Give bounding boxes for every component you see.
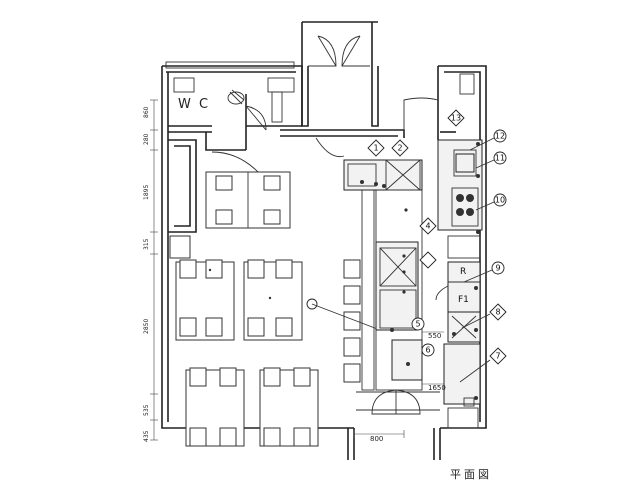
dim-435: 435 (143, 430, 150, 442)
dim-550: 550 (428, 332, 441, 340)
chair[interactable] (263, 175, 281, 191)
chair[interactable] (205, 259, 223, 279)
chair[interactable] (179, 259, 197, 279)
wc-label: W C (178, 97, 210, 112)
chair[interactable] (189, 367, 207, 387)
chair[interactable] (275, 317, 293, 337)
chair[interactable] (263, 427, 281, 447)
chair[interactable] (219, 427, 237, 447)
partitions (168, 97, 456, 233)
chair[interactable] (215, 209, 233, 225)
dimensions-kitchen: 550 1650 (422, 331, 446, 392)
marker-5: 5 (415, 320, 420, 329)
equipment-markers: 1 2 4 5 6 7 8 9 10 11 12 (367, 109, 507, 383)
sink-small[interactable] (391, 339, 423, 381)
stool[interactable] (343, 285, 361, 305)
dim-1895: 1895 (143, 185, 150, 200)
storage-unit[interactable] (443, 343, 481, 405)
wc-room: W C (168, 89, 302, 151)
chair[interactable] (263, 367, 281, 387)
chair[interactable] (247, 259, 265, 279)
marker-1: 1 (373, 144, 378, 153)
marker-8: 8 (495, 308, 500, 317)
stool[interactable] (343, 337, 361, 357)
marker-6: 6 (425, 346, 430, 355)
wc-door[interactable] (245, 105, 267, 131)
chair[interactable] (293, 367, 311, 387)
dim-860: 860 (143, 106, 150, 118)
marker-12: 12 (495, 132, 505, 141)
chair[interactable] (219, 367, 237, 387)
chair[interactable] (215, 175, 233, 191)
stool[interactable] (343, 311, 361, 331)
marker-7: 7 (495, 352, 500, 361)
dim-2850: 2850 (143, 319, 150, 334)
entrance-door-top[interactable] (308, 35, 370, 67)
marker-4: 4 (425, 222, 430, 231)
dim-1650: 1650 (428, 384, 446, 392)
counter-front (361, 189, 375, 391)
plan-title: 平面図 (450, 468, 492, 480)
dim-535: 535 (143, 404, 150, 416)
chair[interactable] (293, 427, 311, 447)
marker-13: 13 (451, 114, 461, 123)
kitchen-swing-door-right[interactable] (403, 97, 439, 132)
outer-walls (161, 21, 487, 460)
stool[interactable] (343, 259, 361, 279)
dining-area (169, 171, 381, 447)
kitchen: R F1 (343, 139, 483, 429)
toilet-detail-icon (229, 89, 245, 105)
chair[interactable] (247, 317, 265, 337)
marker-10: 10 (495, 196, 505, 205)
stool[interactable] (343, 363, 361, 383)
chair[interactable] (205, 317, 223, 337)
marker-9: 9 (495, 264, 500, 273)
marker-2: 2 (397, 144, 402, 153)
chair[interactable] (275, 259, 293, 279)
chair[interactable] (189, 427, 207, 447)
chair[interactable] (179, 317, 197, 337)
dim-315: 315 (143, 238, 150, 250)
dimensions-left: 860 280 1895 315 2850 535 435 (143, 99, 158, 442)
dim-280: 280 (143, 133, 150, 145)
dimensions-bottom: 800 (353, 430, 405, 443)
kitchen-swing-door-left[interactable] (315, 137, 345, 158)
freezer-label: F1 (458, 295, 469, 305)
toilet-icon (227, 91, 245, 105)
sink-unit[interactable] (343, 159, 423, 191)
refrigerator-label: R (460, 267, 466, 277)
dining-door-arc[interactable] (211, 151, 259, 173)
marker-11: 11 (495, 154, 505, 163)
chair[interactable] (263, 209, 281, 225)
dim-800: 800 (370, 435, 383, 443)
